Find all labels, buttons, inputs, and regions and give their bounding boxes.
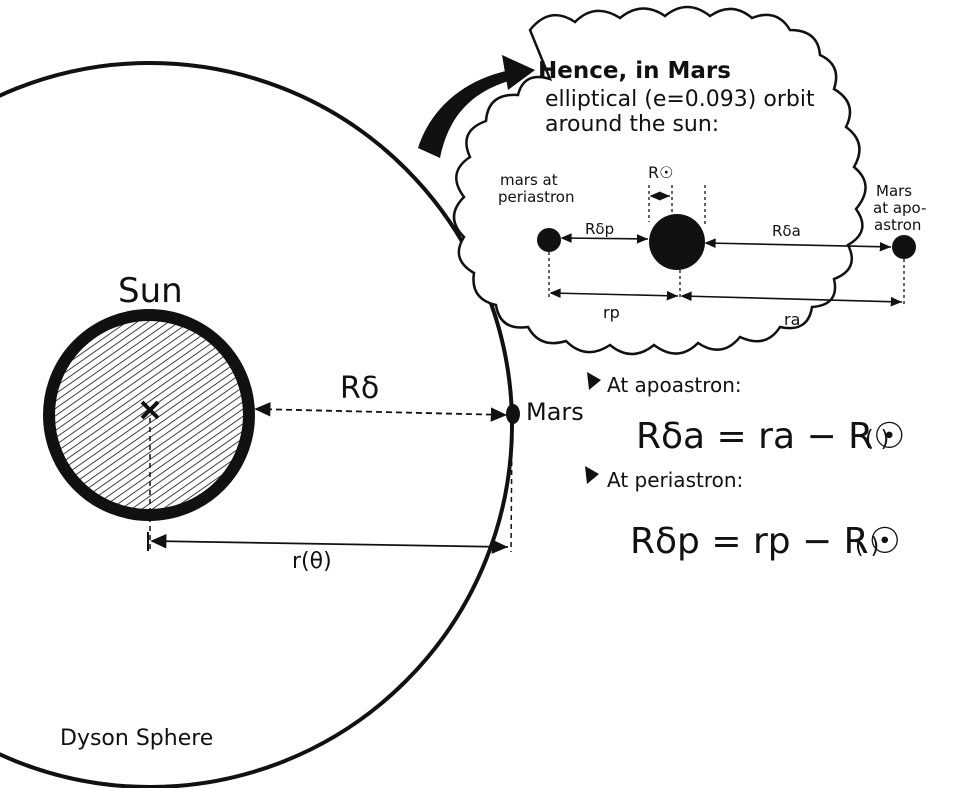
inset-apoastron-label-line2: at apo- <box>873 199 926 217</box>
inset-periastron-label-line2: periastron <box>498 188 575 206</box>
apoastron-bullet-icon <box>587 372 601 390</box>
mars-label: Mars <box>526 398 584 426</box>
inset-r-a-label: ra <box>784 310 800 329</box>
sun-center-mark <box>140 400 160 420</box>
inset-r-sa-arrow <box>704 238 892 252</box>
inset-r-a-arrow <box>680 291 903 307</box>
inset-heading-line1: Hence, in Mars <box>538 58 731 84</box>
sun <box>43 309 255 521</box>
inset-apoastron-label-line1: Mars <box>876 182 912 200</box>
inset-r-p-label: rp <box>603 303 620 322</box>
apoastron-label: At apoastron: <box>607 373 742 397</box>
inset-r-sa-label: Rδa <box>772 222 801 240</box>
periastron-bullet-icon <box>585 466 599 484</box>
apoastron-paren: ( ) <box>865 427 889 452</box>
inset-heading-line2: elliptical (e=0.093) orbit <box>545 87 815 112</box>
inset-r-sp-arrow <box>560 233 649 244</box>
inset-r-sp-label: Rδp <box>585 220 614 238</box>
inset-heading-line3: around the sun: <box>545 112 719 137</box>
r-theta-arrow <box>150 534 509 554</box>
rs-label: Rδ <box>340 371 379 406</box>
inset-cloud <box>452 5 867 356</box>
mars-dashed-line <box>510 424 513 553</box>
periastron-label: At periastron: <box>607 468 743 492</box>
rs-arrow <box>254 402 508 422</box>
periastron-equation: Rδp = rp − R☉ <box>630 521 901 562</box>
mars-dot <box>506 404 520 424</box>
periastron-paren: ( ) <box>855 534 879 559</box>
inset-mars-apoastron-dot <box>892 235 916 259</box>
inset-r-sun-label: R☉ <box>648 163 673 182</box>
inset-r-p-arrow <box>549 288 679 301</box>
sun-label: Sun <box>118 271 183 311</box>
inset-sun-disk <box>649 214 705 270</box>
inset-periastron-label-line1: mars at <box>500 171 558 189</box>
inset-apoastron-label-line3: astron <box>874 216 921 234</box>
inset-mars-periastron-dot <box>537 228 561 252</box>
pointer-arrow <box>418 55 535 158</box>
dyson-sphere-label: Dyson Sphere <box>60 726 213 751</box>
apoastron-equation: Rδa = ra − R☉ <box>636 416 905 457</box>
r-theta-label: r(θ) <box>292 549 332 574</box>
